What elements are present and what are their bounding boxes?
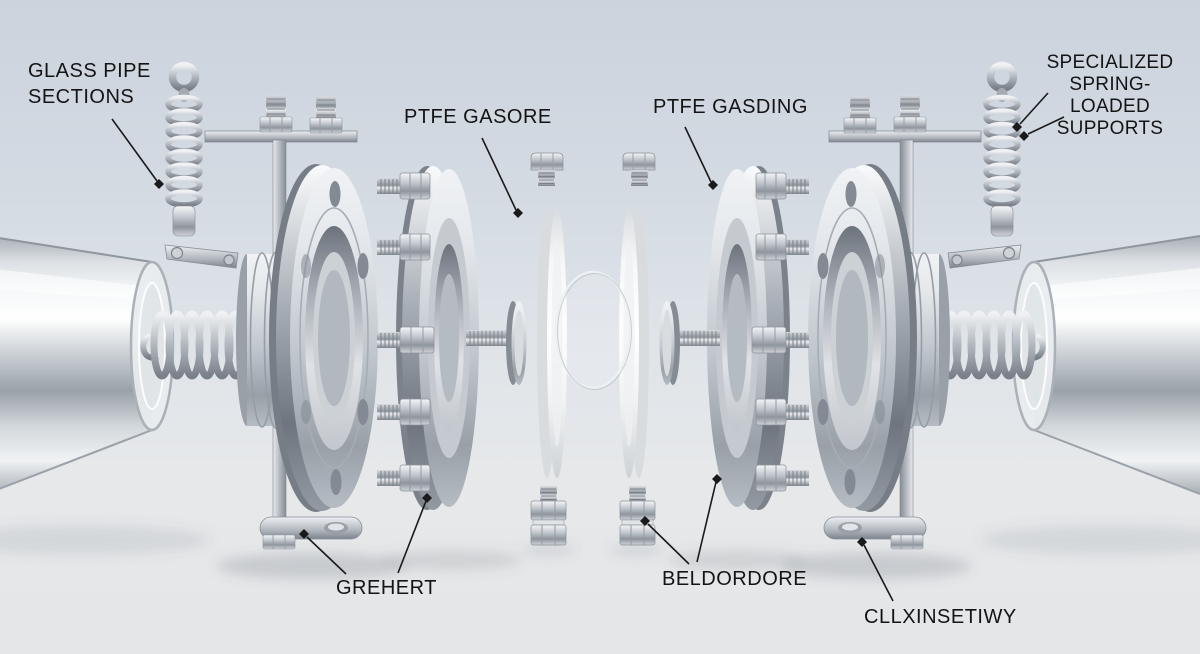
- label-line: PTFE GASORE: [404, 106, 552, 128]
- bar-bolt: [309, 96, 343, 134]
- rim-bolt-cluster: [377, 326, 435, 354]
- label-line: GLASS PIPE: [28, 60, 151, 82]
- bar-bolt: [259, 95, 293, 133]
- leader-grehert-2: [397, 493, 432, 574]
- leader-ptfe-gasore: [481, 137, 523, 218]
- label-beldordore: BELDORDORE: [662, 566, 807, 592]
- floor-shadows: [0, 525, 1200, 579]
- label-line: GREHERT: [336, 577, 437, 599]
- label-line: SUPPORTS: [1056, 118, 1164, 139]
- loose-bolt-top: [530, 152, 564, 186]
- label-line: SPRING-LOADED: [1069, 74, 1151, 117]
- leader-cllxinsetiwy: [857, 537, 894, 602]
- leader-beldordore-1: [640, 516, 690, 565]
- foot-plate: [259, 516, 363, 550]
- leader-grehert-1: [299, 529, 347, 575]
- label-glass-pipe-sections: GLASS PIPE SECTIONS: [28, 58, 151, 110]
- label-ptfe-gasding: PTFE GASDING: [653, 94, 808, 120]
- label-ptfe-gasore: PTFE GASORE: [404, 104, 552, 130]
- label-cllxinsetiwy: CLLXINSETIWY: [864, 604, 1017, 630]
- leader-spring-supports-1: [1012, 92, 1049, 132]
- rim-bolt-cluster: [377, 233, 431, 261]
- leader-spring-supports-2: [1019, 116, 1065, 141]
- label-line: SPECIALIZED: [1046, 52, 1174, 73]
- flange-bolt-holes: [301, 181, 369, 495]
- leader-glass-pipe-sections: [111, 118, 164, 189]
- leader-ptfe-gasding: [684, 126, 718, 190]
- large-flange: [269, 164, 378, 512]
- foot-bolt: [262, 534, 296, 550]
- left-assembly: [0, 61, 567, 550]
- rim-bolt-cluster: [377, 172, 431, 200]
- glass-disc: [554, 270, 632, 390]
- label-grehert: GREHERT: [336, 575, 437, 601]
- hanger-assembly: [164, 61, 239, 269]
- label-line: CLLXINSETIWY: [864, 606, 1017, 628]
- nut-stack-bottom: [530, 486, 567, 546]
- label-spring-supports: SPECIALIZED SPRING-LOADED SUPPORTS: [1030, 52, 1190, 140]
- label-line: SECTIONS: [28, 86, 135, 108]
- hanger-link-arm: [164, 244, 239, 269]
- rim-bolt-cluster: [377, 464, 431, 492]
- center-stud: [466, 301, 527, 385]
- leader-beldordore-2: [696, 474, 722, 563]
- bolted-flange: [377, 166, 479, 510]
- support-bar: [204, 95, 358, 143]
- label-line: PTFE GASDING: [653, 96, 808, 118]
- label-line: BELDORDORE: [662, 568, 808, 590]
- rim-bolt-cluster: [377, 398, 431, 426]
- hanger-spring: [165, 94, 203, 208]
